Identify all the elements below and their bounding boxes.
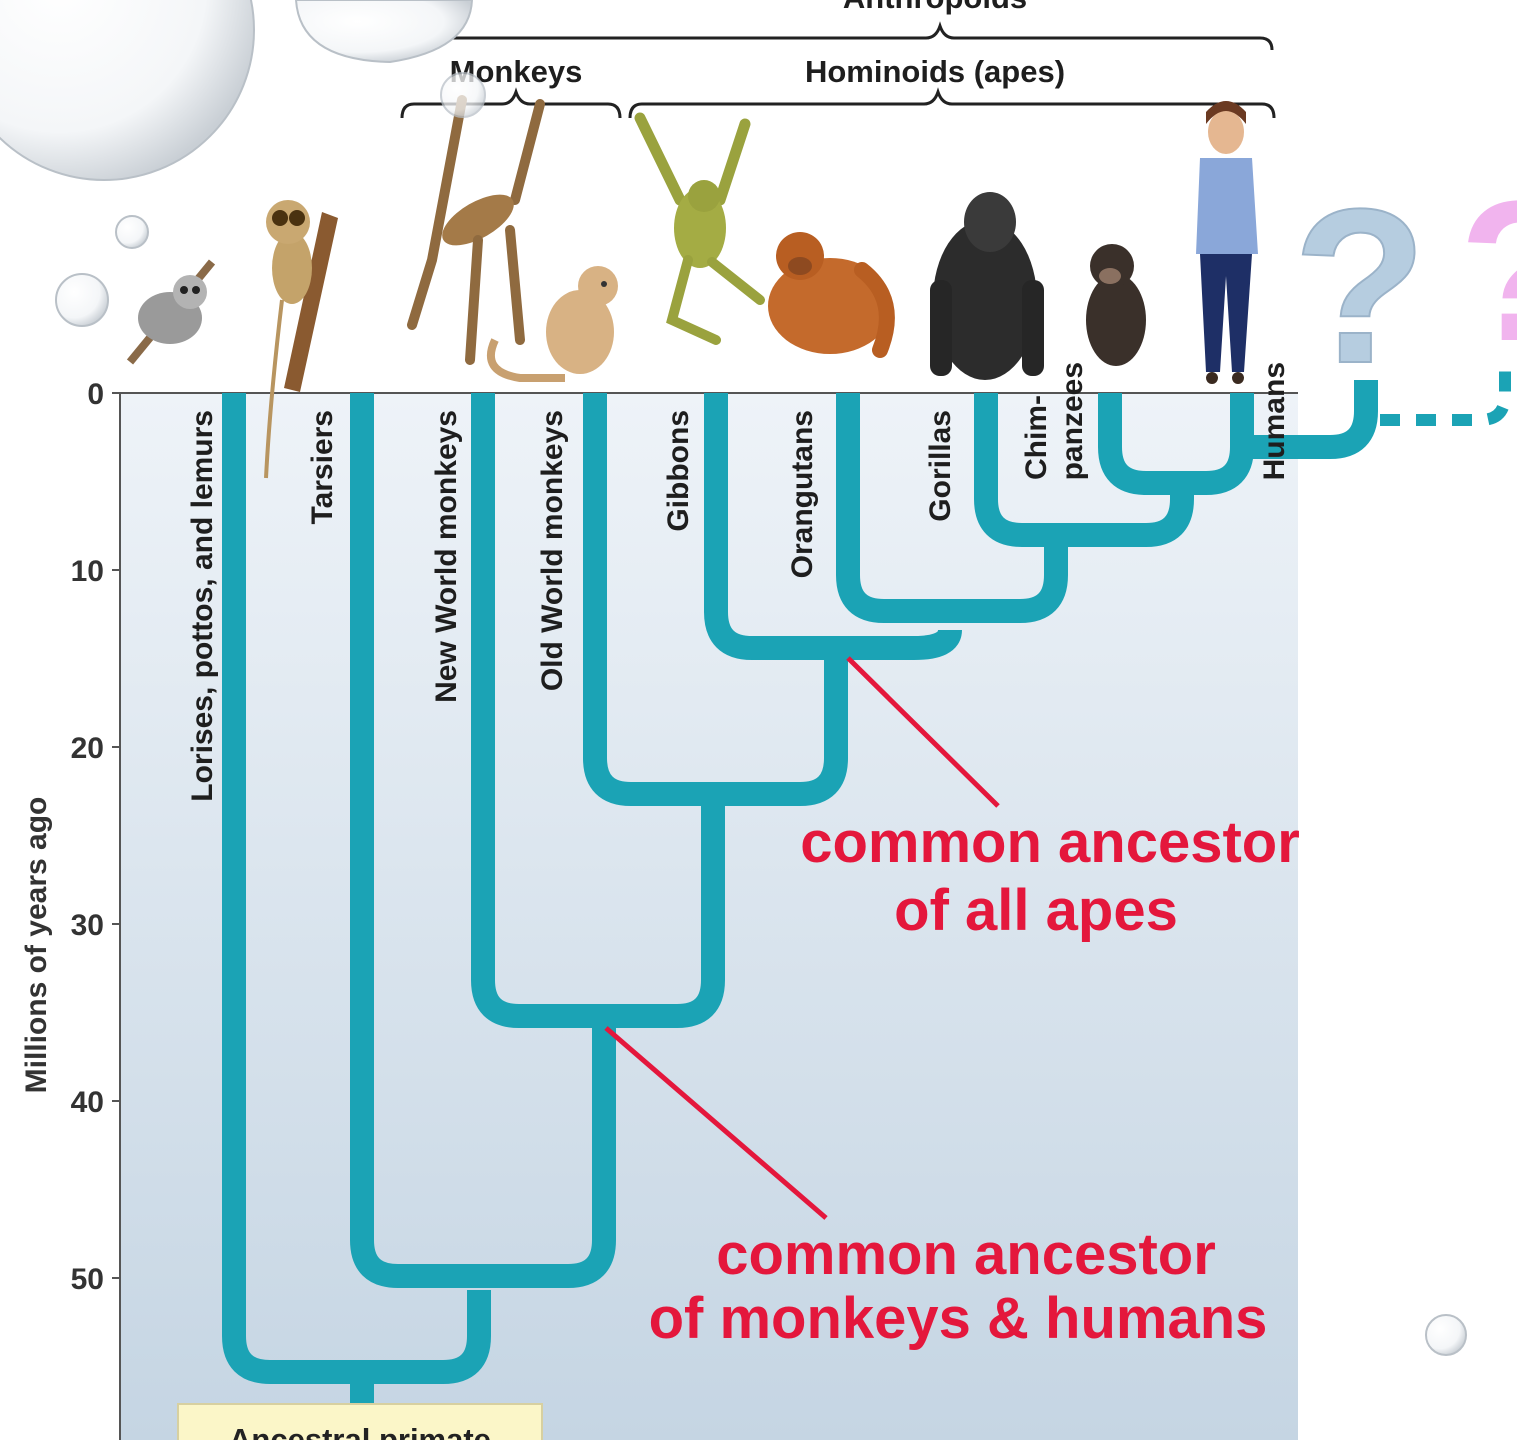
y-tick-20: 20 [71,732,104,765]
apes-ancestor-line1: common ancestor [800,810,1300,875]
question-mark-pink: ? [1459,160,1517,383]
monkeys-humans-ancestor-line1: common ancestor [716,1222,1216,1287]
monkeys-bracket [402,92,620,118]
taxon-chimpanzees-line1: Chim- [1020,395,1053,480]
monkeys-humans-ancestor-line2: of monkeys & humans [649,1286,1268,1351]
loris-illustration [130,262,212,362]
anthropoids-bracket [402,26,1272,50]
y-tick-50: 50 [71,1263,104,1296]
taxon-old-world-monkeys: Old World monkeys [536,410,569,691]
taxon-chimpanzees-line2: panzees [1056,362,1089,480]
y-tick-10: 10 [71,555,104,588]
taxon-humans: Humans [1258,362,1291,480]
new-world-monkey-illustration [412,100,540,360]
y-tick-30: 30 [71,909,104,942]
hominoids-label: Hominoids (apes) [805,54,1065,89]
taxon-new-world-monkeys: New World monkeys [430,410,463,703]
y-tick-0: 0 [87,378,104,411]
chimpanzee-illustration [1086,244,1146,366]
taxon-gorillas: Gorillas [924,410,957,522]
gorilla-illustration [930,192,1044,380]
question-mark-blue: ? [1293,163,1427,409]
y-axis-title: Millions of years ago [20,797,53,1094]
taxon-orangutans: Orangutans [786,410,819,578]
hominoids-bracket [630,92,1274,118]
taxon-tarsiers: Tarsiers [306,410,339,525]
human-illustration [1196,101,1258,384]
root-label: Ancestral primate [229,1422,491,1440]
taxon-lorises: Lorises, pottos, and lemurs [186,410,219,802]
orangutan-illustration [768,232,892,354]
apes-ancestor-line2: of all apes [894,878,1178,943]
anthropoids-label: Anthropoids [843,0,1027,15]
taxon-gibbons: Gibbons [662,410,695,532]
gibbon-illustration [640,118,760,340]
y-tick-40: 40 [71,1086,104,1119]
